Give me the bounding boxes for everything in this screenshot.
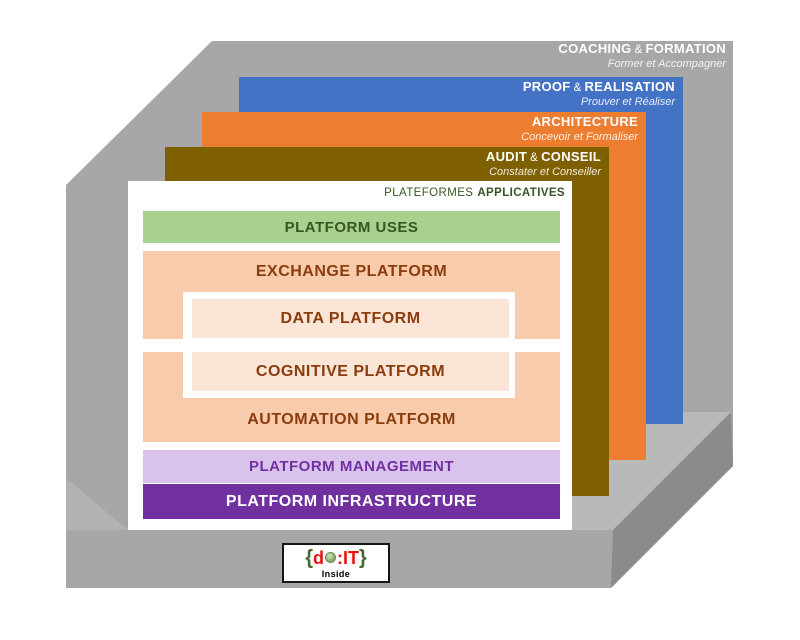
- layer-subtitle-architecture: Concevoir et Formaliser: [521, 130, 638, 143]
- floor-steps: [572, 412, 731, 530]
- cognitive-platform-box: COGNITIVE PLATFORM: [192, 352, 509, 391]
- layer-header-proof: PROOF&REALISATION Prouver et Réaliser: [522, 79, 675, 109]
- layer-title-architecture: ARCHITECTURE: [531, 114, 638, 129]
- platform-management-bar: PLATFORM MANAGEMENT: [143, 450, 560, 483]
- doit-logo-wordmark: {d:IT}: [305, 546, 367, 569]
- inner-corner-highlight: [66, 478, 128, 530]
- layer-header-coaching: COACHING&FORMATION Former et Accompagner: [558, 41, 726, 71]
- layer-title-audit: AUDIT&CONSEIL: [485, 149, 601, 164]
- layer-header-architecture: ARCHITECTURE Concevoir et Formaliser: [521, 114, 638, 144]
- exchange-platform-label: EXCHANGE PLATFORM: [255, 262, 448, 280]
- logo-globe-icon: [325, 552, 336, 563]
- data-platform-box: DATA PLATFORM: [192, 299, 509, 338]
- platform-infrastructure-bar: PLATFORM INFRASTRUCTURE: [143, 484, 560, 519]
- automation-platform-label: AUTOMATION PLATFORM: [247, 411, 456, 428]
- layer-header-audit: AUDIT&CONSEIL Constater et Conseiller: [485, 149, 601, 179]
- floor-front-face: [611, 412, 733, 588]
- layer-title-coaching: COACHING&FORMATION: [558, 41, 726, 56]
- layer-subtitle-audit: Constater et Conseiller: [489, 166, 601, 179]
- layer-title-proof: PROOF&REALISATION: [522, 79, 675, 94]
- platform-uses-bar: PLATFORM USES: [143, 211, 560, 243]
- layer-subtitle-proof: Prouver et Réaliser: [580, 96, 675, 109]
- doit-logo-caption: Inside: [321, 568, 351, 579]
- doit-inside-logo: {d:IT} Inside: [282, 543, 390, 583]
- layer-subtitle-coaching: Former et Accompagner: [607, 58, 726, 71]
